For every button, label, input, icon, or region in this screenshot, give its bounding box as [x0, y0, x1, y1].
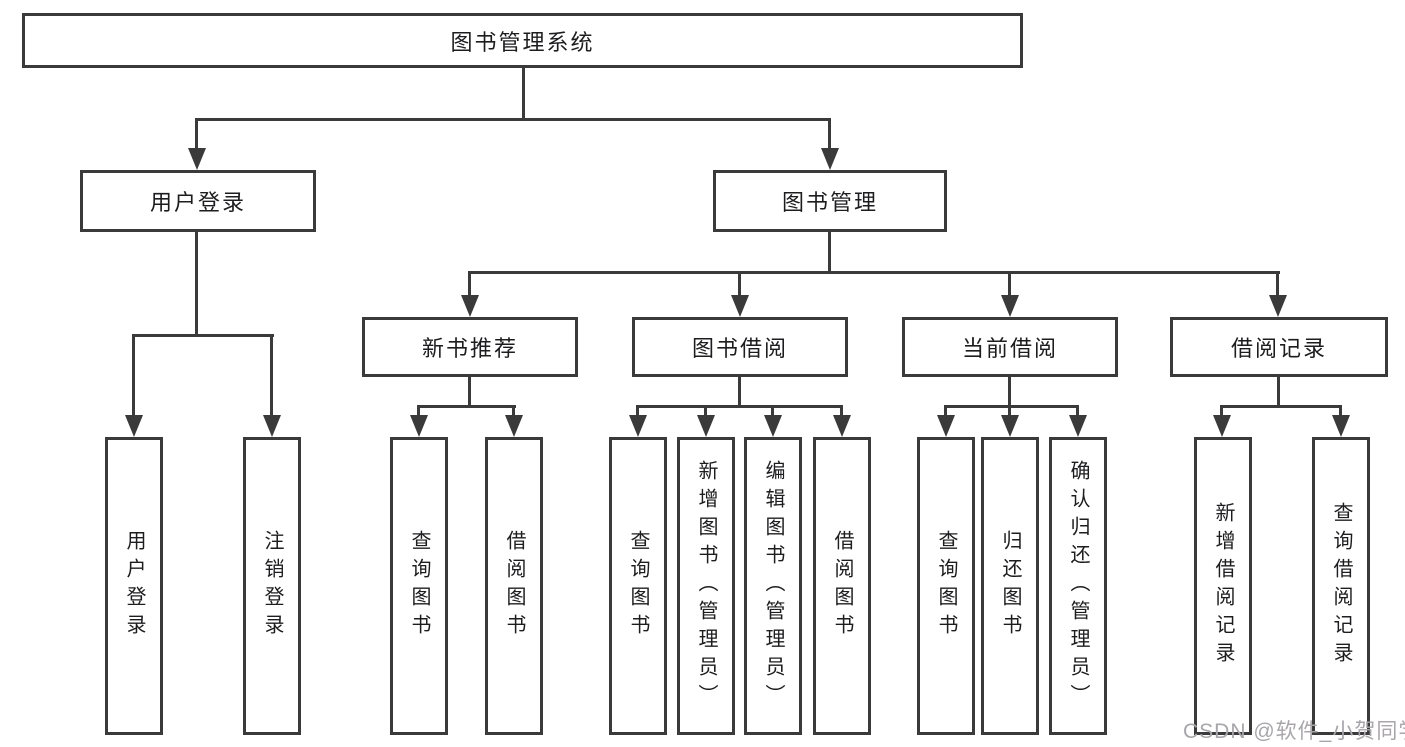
arrow-down-icon	[821, 148, 839, 170]
connector-line	[419, 405, 516, 408]
arrow-down-icon	[461, 295, 479, 317]
connector-line	[704, 405, 707, 417]
node-root: 图书管理系统	[22, 13, 1023, 68]
node-new-books: 新书推荐	[362, 317, 578, 377]
arrow-down-icon	[731, 295, 749, 317]
connector-line	[195, 118, 198, 151]
arrow-down-icon	[629, 415, 647, 437]
leaf-borrowing-add-books-admin: 新增图书（管理员）	[677, 437, 735, 735]
leaf-records-query-record: 查询借阅记录	[1312, 437, 1370, 735]
connector-line	[1277, 377, 1280, 408]
connector-line	[946, 405, 1079, 408]
node-borrow-records: 借阅记录	[1170, 317, 1388, 377]
leaf-logout: 注销登录	[243, 437, 301, 735]
leaf-records-add-record: 新增借阅记录	[1194, 437, 1252, 735]
arrow-down-icon	[1332, 415, 1350, 437]
connector-line	[132, 334, 135, 416]
arrow-down-icon	[697, 415, 715, 437]
connector-line	[1220, 405, 1223, 417]
connector-line	[468, 377, 471, 408]
arrow-down-icon	[764, 415, 782, 437]
connector-line	[134, 334, 274, 337]
connector-line	[944, 405, 947, 417]
connector-line	[771, 405, 774, 417]
leaf-borrowing-query-books: 查询图书	[609, 437, 667, 735]
connector-line	[512, 405, 515, 417]
connector-line	[738, 377, 741, 408]
connector-line	[195, 232, 198, 337]
leaf-current-query-books: 查询图书	[917, 437, 975, 735]
leaf-user-login: 用户登录	[105, 437, 163, 735]
node-book-management: 图书管理	[713, 170, 947, 232]
connector-line	[417, 405, 420, 417]
arrow-down-icon	[188, 148, 206, 170]
arrow-down-icon	[410, 415, 428, 437]
connector-line	[197, 118, 831, 121]
connector-line	[270, 334, 273, 416]
connector-line	[1008, 271, 1011, 297]
arrow-down-icon	[1213, 415, 1231, 437]
connector-line	[468, 271, 471, 297]
connector-line	[470, 271, 1280, 274]
connector-line	[738, 271, 741, 297]
arrow-down-icon	[1001, 295, 1019, 317]
connector-line	[1076, 405, 1079, 417]
connector-line	[636, 405, 639, 417]
arrow-down-icon	[1069, 415, 1087, 437]
arrow-down-icon	[1001, 415, 1019, 437]
leaf-newbooks-query-books: 查询图书	[390, 437, 448, 735]
arrow-down-icon	[125, 415, 143, 437]
connector-line	[840, 405, 843, 417]
connector-line	[1339, 405, 1342, 417]
node-user-login: 用户登录	[80, 170, 316, 232]
connector-line	[522, 68, 525, 120]
arrow-down-icon	[833, 415, 851, 437]
arrow-down-icon	[1269, 295, 1287, 317]
arrow-down-icon	[937, 415, 955, 437]
connector-line	[638, 405, 843, 408]
arrow-down-icon	[505, 415, 523, 437]
connector-line	[828, 118, 831, 151]
leaf-borrowing-edit-books-admin: 编辑图书（管理员）	[744, 437, 802, 735]
leaf-borrowing-borrow-books: 借阅图书	[813, 437, 871, 735]
leaf-current-return-books: 归还图书	[981, 437, 1039, 735]
connector-line	[1008, 405, 1011, 417]
node-current-borrow: 当前借阅	[902, 317, 1118, 377]
connector-line	[1276, 271, 1279, 297]
leaf-newbooks-borrow-books: 借阅图书	[485, 437, 543, 735]
leaf-current-confirm-return-admin: 确认归还（管理员）	[1049, 437, 1107, 735]
watermark: CSDN @软件_小贺同学	[1183, 720, 1405, 743]
arrow-down-icon	[263, 415, 281, 437]
connector-line	[1008, 377, 1011, 408]
connector-line	[828, 232, 831, 274]
connector-line	[1222, 405, 1342, 408]
node-borrowing: 图书借阅	[632, 317, 848, 377]
